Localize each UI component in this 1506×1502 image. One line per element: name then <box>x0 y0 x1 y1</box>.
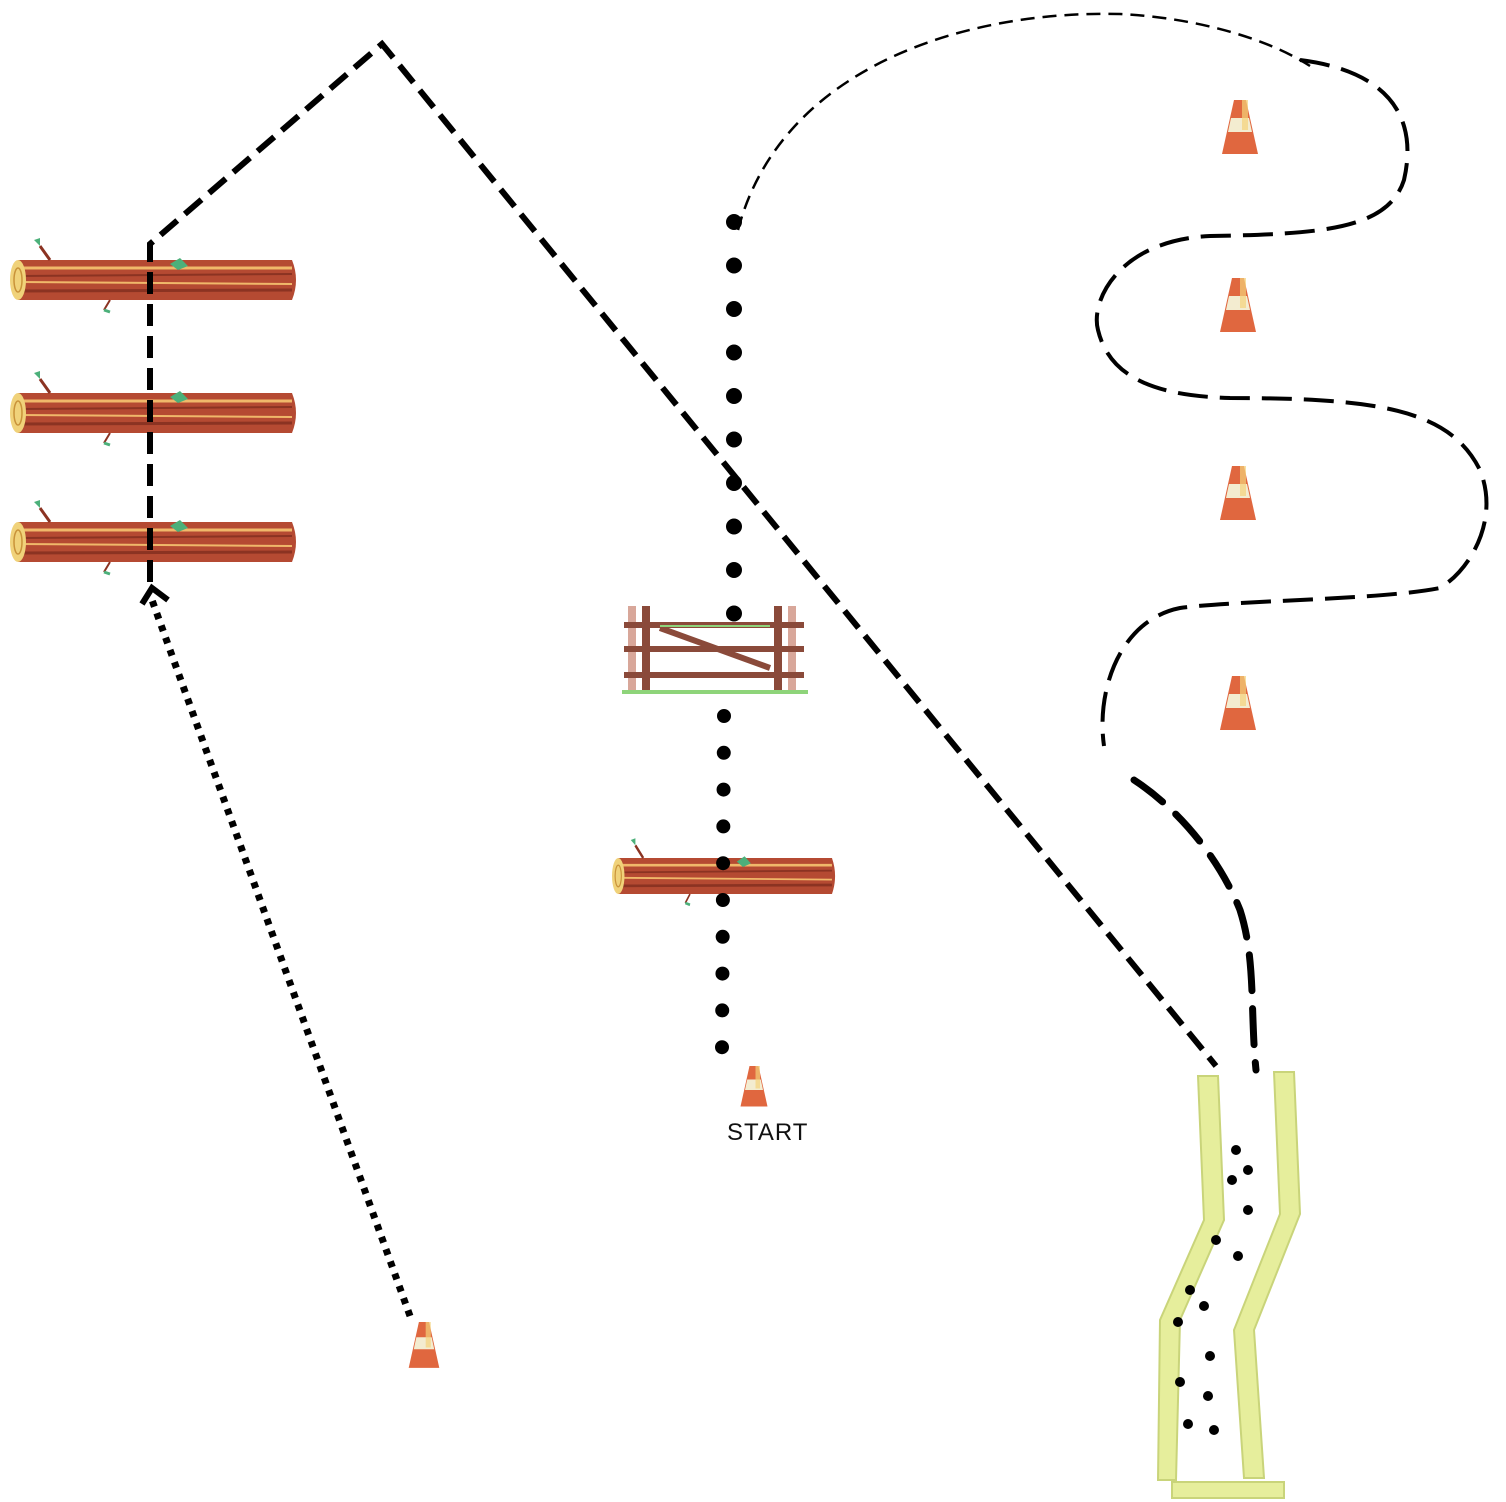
traffic-cone-icon <box>1222 100 1258 154</box>
path-slalom <box>1097 60 1487 746</box>
traffic-cone-icon <box>409 1322 440 1368</box>
path-dashed-zigzag <box>150 44 1216 1066</box>
path-square-dotted <box>152 600 410 1316</box>
fence-gate-icon <box>622 606 808 694</box>
traffic-cone-icon <box>1220 466 1256 520</box>
balance-plank-icon <box>1158 1072 1300 1498</box>
path-slalom-exit <box>1134 780 1256 1070</box>
traffic-cone-icon <box>1220 676 1256 730</box>
path-thin-arc <box>738 14 1310 230</box>
traffic-cone-icon <box>741 1066 768 1107</box>
traffic-cone-icon <box>1220 278 1256 332</box>
start-label: START <box>727 1119 808 1146</box>
